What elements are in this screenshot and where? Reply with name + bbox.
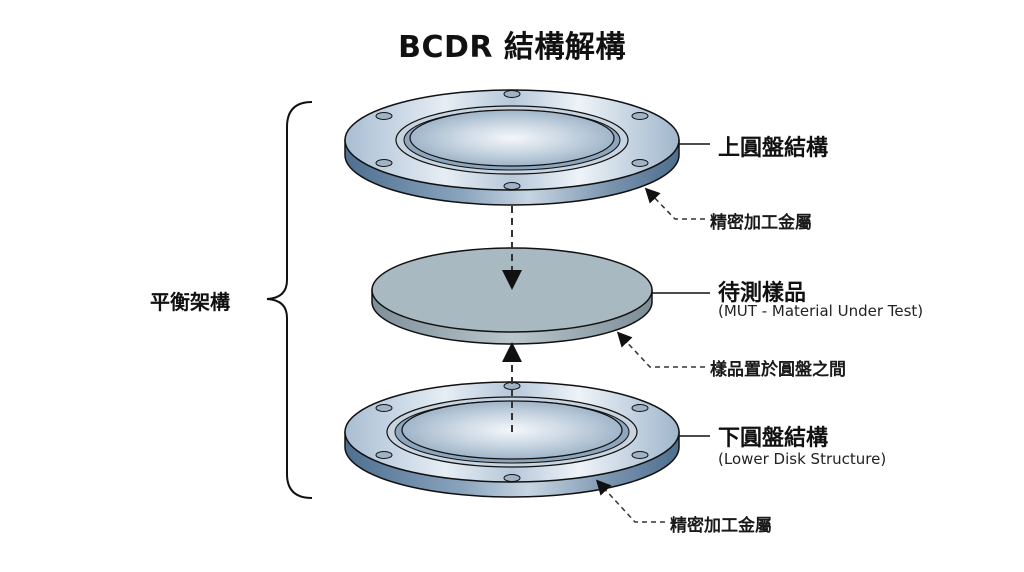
- bolt-hole: [503, 474, 521, 482]
- bolt-hole: [375, 159, 393, 167]
- upper-disk: [344, 89, 680, 206]
- upper-disk-face: [409, 109, 615, 167]
- bolt-hole: [375, 112, 393, 120]
- upper-disk-bolt-holes: [375, 90, 649, 190]
- mut-sublabel: (MUT - Material Under Test): [718, 302, 924, 320]
- mut-note: 樣品置於圓盤之間: [710, 360, 846, 380]
- bolt-hole: [375, 451, 393, 459]
- bolt-hole: [631, 159, 649, 167]
- bolt-hole: [503, 182, 521, 190]
- bolt-hole: [631, 404, 649, 412]
- lower-disk-label: 下圓盤結構: [718, 426, 829, 451]
- lower-disk-sublabel: (Lower Disk Structure): [718, 450, 887, 468]
- mut-callout-arrow: [616, 331, 705, 368]
- mut-label: 待測樣品: [718, 281, 807, 306]
- lower-disk-callout-arrow: [595, 479, 665, 523]
- bolt-hole: [503, 90, 521, 98]
- lower-disk-bolt-holes: [375, 382, 649, 482]
- group-brace: [266, 101, 313, 499]
- upper-disk-label: 上圓盤結構: [718, 136, 829, 161]
- diagram-title: BCDR 結構解構: [398, 30, 626, 65]
- bolt-hole: [375, 404, 393, 412]
- mut-sample: [371, 247, 653, 345]
- upper-disk-note: 精密加工金屬: [710, 213, 812, 233]
- bolt-hole: [631, 451, 649, 459]
- group-label: 平衡架構: [150, 290, 230, 314]
- bolt-hole: [631, 112, 649, 120]
- lower-disk-note: 精密加工金屬: [670, 516, 772, 536]
- upper-disk-callout-arrow: [644, 187, 705, 220]
- lower-disk: [344, 381, 680, 498]
